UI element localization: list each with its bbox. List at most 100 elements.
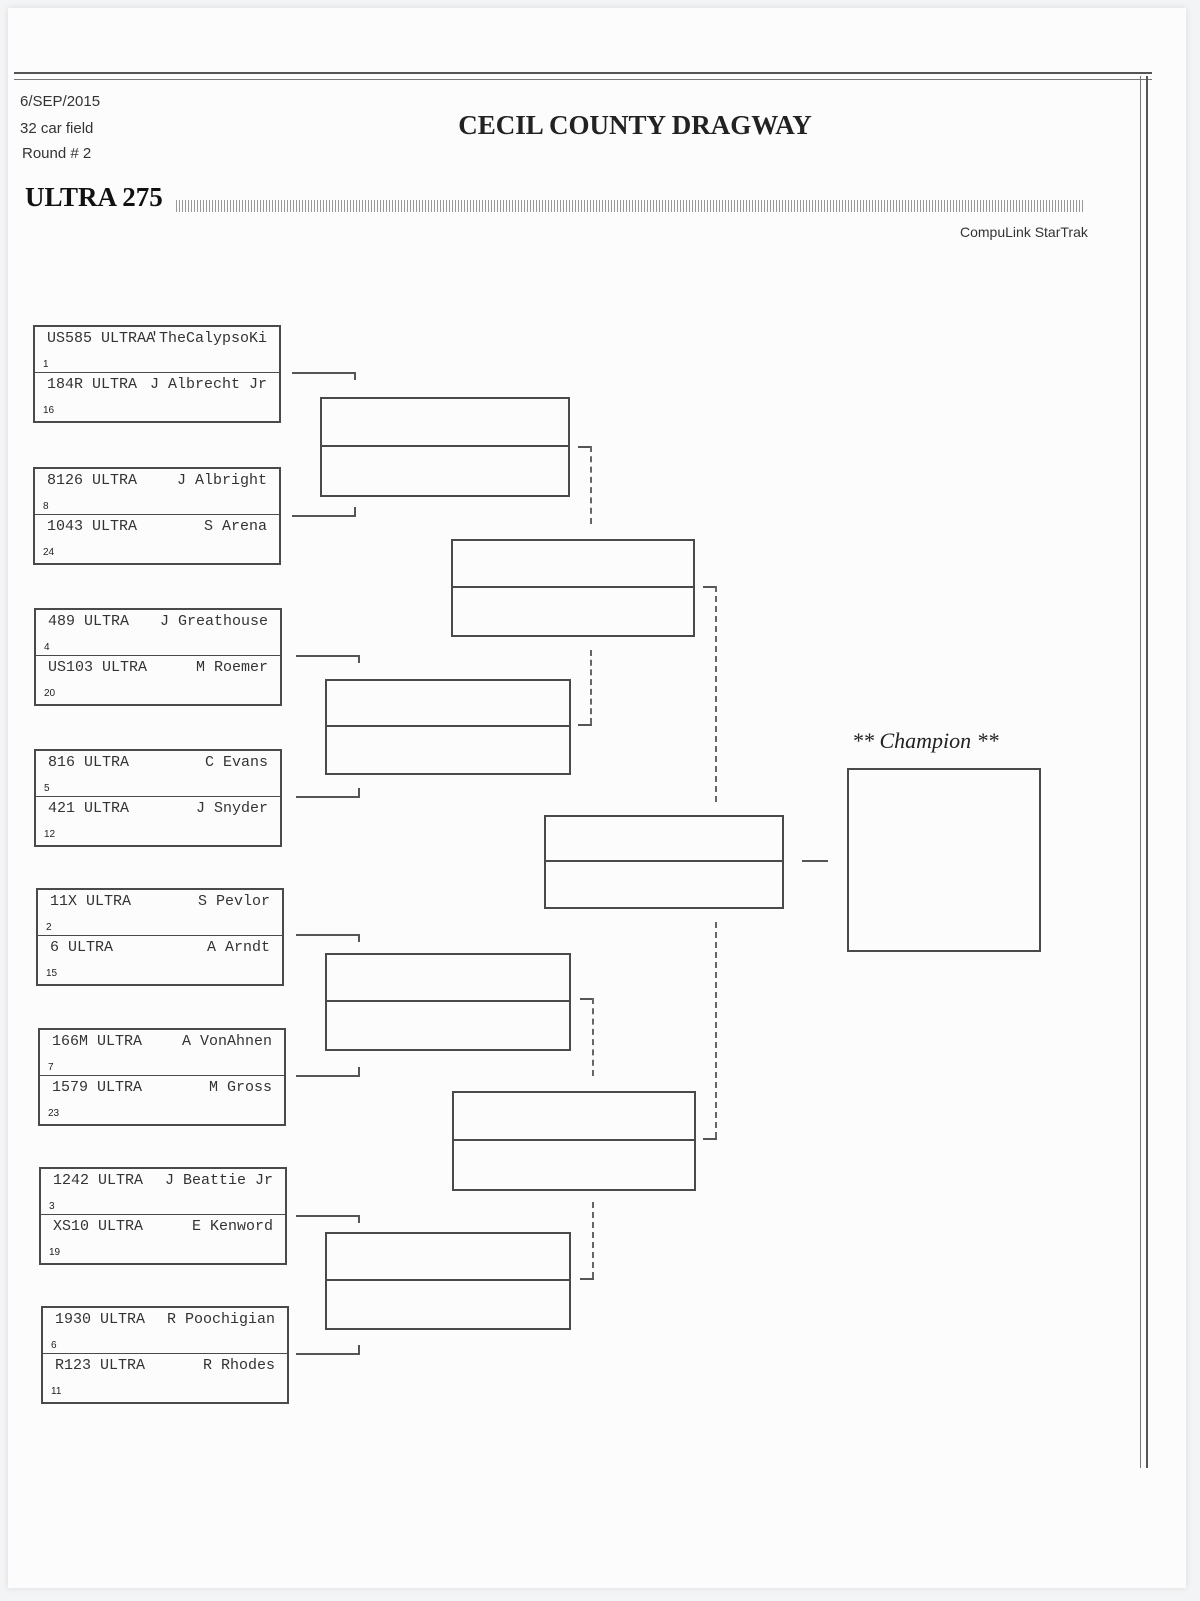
round3-winner-box: [325, 953, 571, 1051]
sheet-top-border: [14, 72, 1152, 80]
seed-number: 3: [49, 1201, 55, 1212]
bracket-connector: [715, 586, 717, 802]
seed-number: 1: [43, 359, 49, 370]
seed-number: 11: [51, 1386, 62, 1397]
matchup-2: 8126 ULTRA J Albright 8 1043 ULTRA S Are…: [33, 467, 281, 565]
driver-name: S Arena: [203, 518, 267, 535]
entry-slot: 1043 ULTRA S Arena 24: [35, 515, 279, 561]
bracket-connector: [292, 515, 356, 517]
driver-name: R Poochigian: [166, 1311, 275, 1328]
seed-number: 4: [44, 642, 50, 653]
entry-slot: 166M ULTRA A VonAhnen 7: [40, 1030, 284, 1076]
bracket-connector: [358, 1215, 360, 1223]
car-number: 11X ULTRA: [50, 893, 132, 910]
car-number: 6 ULTRA: [50, 939, 114, 956]
software-credit: CompuLink StarTrak: [960, 224, 1088, 240]
entry-slot: 816 ULTRA C Evans 5: [36, 751, 280, 797]
driver-name: J Snyder: [195, 800, 268, 817]
driver-name: S Pevlor: [197, 893, 270, 910]
field-size: 32 car field: [20, 120, 94, 137]
car-number: 184R ULTRA: [47, 376, 138, 393]
car-number: 1242 ULTRA: [53, 1172, 144, 1189]
final-winner-box: [544, 815, 784, 909]
matchup-8: 1930 ULTRA R Poochigian 6 R123 ULTRA R R…: [41, 1306, 289, 1404]
seed-number: 23: [48, 1108, 60, 1119]
seed-number: 6: [51, 1340, 57, 1351]
bracket-connector: [703, 1138, 717, 1140]
matchup-7: 1242 ULTRA J Beattie Jr 3 XS10 ULTRA E K…: [39, 1167, 287, 1265]
seed-number: 2: [46, 922, 52, 933]
round3-winner-box: [320, 397, 570, 497]
bracket-connector: [296, 1075, 360, 1077]
round-number: Round # 2: [22, 145, 92, 162]
matchup-1: US585 ULTRAA 'TheCalypsoKi 1 184R ULTRA …: [33, 325, 281, 423]
driver-name: M Gross: [208, 1079, 272, 1096]
entry-slot: 421 ULTRA J Snyder 12: [36, 797, 280, 843]
matchup-3: 489 ULTRA J Greathouse 4 US103 ULTRA M R…: [34, 608, 282, 706]
event-date: 6/SEP/2015: [20, 93, 101, 110]
bracket-connector: [592, 1202, 594, 1278]
bracket-connector: [296, 796, 360, 798]
car-number: 1579 ULTRA: [52, 1079, 143, 1096]
matchup-6: 166M ULTRA A VonAhnen 7 1579 ULTRA M Gro…: [38, 1028, 286, 1126]
driver-name: J Beattie Jr: [164, 1172, 273, 1189]
seed-number: 7: [48, 1062, 54, 1073]
semifinal-winner-box: [451, 539, 695, 637]
bracket-connector: [592, 998, 594, 1076]
bracket-connector: [358, 1345, 360, 1353]
entry-slot: 184R ULTRA J Albrecht Jr 16: [35, 373, 279, 419]
bracket-connector: [296, 1353, 360, 1355]
driver-name: M Roemer: [195, 659, 268, 676]
track-title: CECIL COUNTY DRAGWAY: [458, 110, 812, 140]
car-number: 489 ULTRA: [48, 613, 130, 630]
car-number: XS10 ULTRA: [53, 1218, 144, 1235]
champion-box: [847, 768, 1041, 952]
header-rule: [176, 200, 1084, 212]
entry-slot: 8126 ULTRA J Albright 8: [35, 469, 279, 515]
bracket-connector: [802, 860, 828, 862]
bracket-connector: [715, 922, 717, 1138]
champion-label: ** Champion **: [852, 728, 999, 753]
entry-slot: 11X ULTRA S Pevlor 2: [38, 890, 282, 936]
matchup-4: 816 ULTRA C Evans 5 421 ULTRA J Snyder 1…: [34, 749, 282, 847]
matchup-5: 11X ULTRA S Pevlor 2 6 ULTRA A Arndt 15: [36, 888, 284, 986]
bracket-connector: [354, 372, 356, 380]
car-number: 166M ULTRA: [52, 1033, 143, 1050]
car-number: 8126 ULTRA: [47, 472, 138, 489]
car-number: US585 ULTRAA: [47, 330, 156, 347]
seed-number: 8: [43, 501, 49, 512]
driver-name: J Albright: [176, 472, 267, 489]
car-number: 1930 ULTRA: [55, 1311, 146, 1328]
entry-slot: US103 ULTRA M Roemer 20: [36, 656, 280, 702]
bracket-connector: [580, 998, 594, 1000]
driver-name: C Evans: [204, 754, 268, 771]
driver-name: E Kenword: [191, 1218, 273, 1235]
car-number: 1043 ULTRA: [47, 518, 138, 535]
entry-slot: 1579 ULTRA M Gross 23: [40, 1076, 284, 1122]
round3-winner-box: [325, 679, 571, 775]
bracket-connector: [296, 934, 360, 936]
driver-name: R Rhodes: [202, 1357, 275, 1374]
driver-name: J Albrecht Jr: [149, 376, 267, 393]
car-number: 816 ULTRA: [48, 754, 130, 771]
bracket-connector: [580, 1278, 594, 1280]
car-number: 421 ULTRA: [48, 800, 130, 817]
bracket-connector: [578, 724, 592, 726]
entry-slot: 6 ULTRA A Arndt 15: [38, 936, 282, 982]
seed-number: 12: [44, 829, 56, 840]
driver-name: A Arndt: [206, 939, 270, 956]
entry-slot: 1242 ULTRA J Beattie Jr 3: [41, 1169, 285, 1215]
seed-number: 5: [44, 783, 50, 794]
bracket-connector: [358, 788, 360, 796]
entry-slot: 489 ULTRA J Greathouse 4: [36, 610, 280, 656]
seed-number: 15: [46, 968, 58, 979]
seed-number: 16: [43, 405, 55, 416]
bracket-connector: [296, 1215, 360, 1217]
seed-number: 19: [49, 1247, 61, 1258]
entry-slot: XS10 ULTRA E Kenword 19: [41, 1215, 285, 1261]
bracket-connector: [358, 655, 360, 663]
entry-slot: 1930 ULTRA R Poochigian 6: [43, 1308, 287, 1354]
bracket-connector: [354, 507, 356, 515]
driver-name: 'TheCalypsoKi: [149, 330, 267, 347]
bracket-connector: [296, 655, 360, 657]
